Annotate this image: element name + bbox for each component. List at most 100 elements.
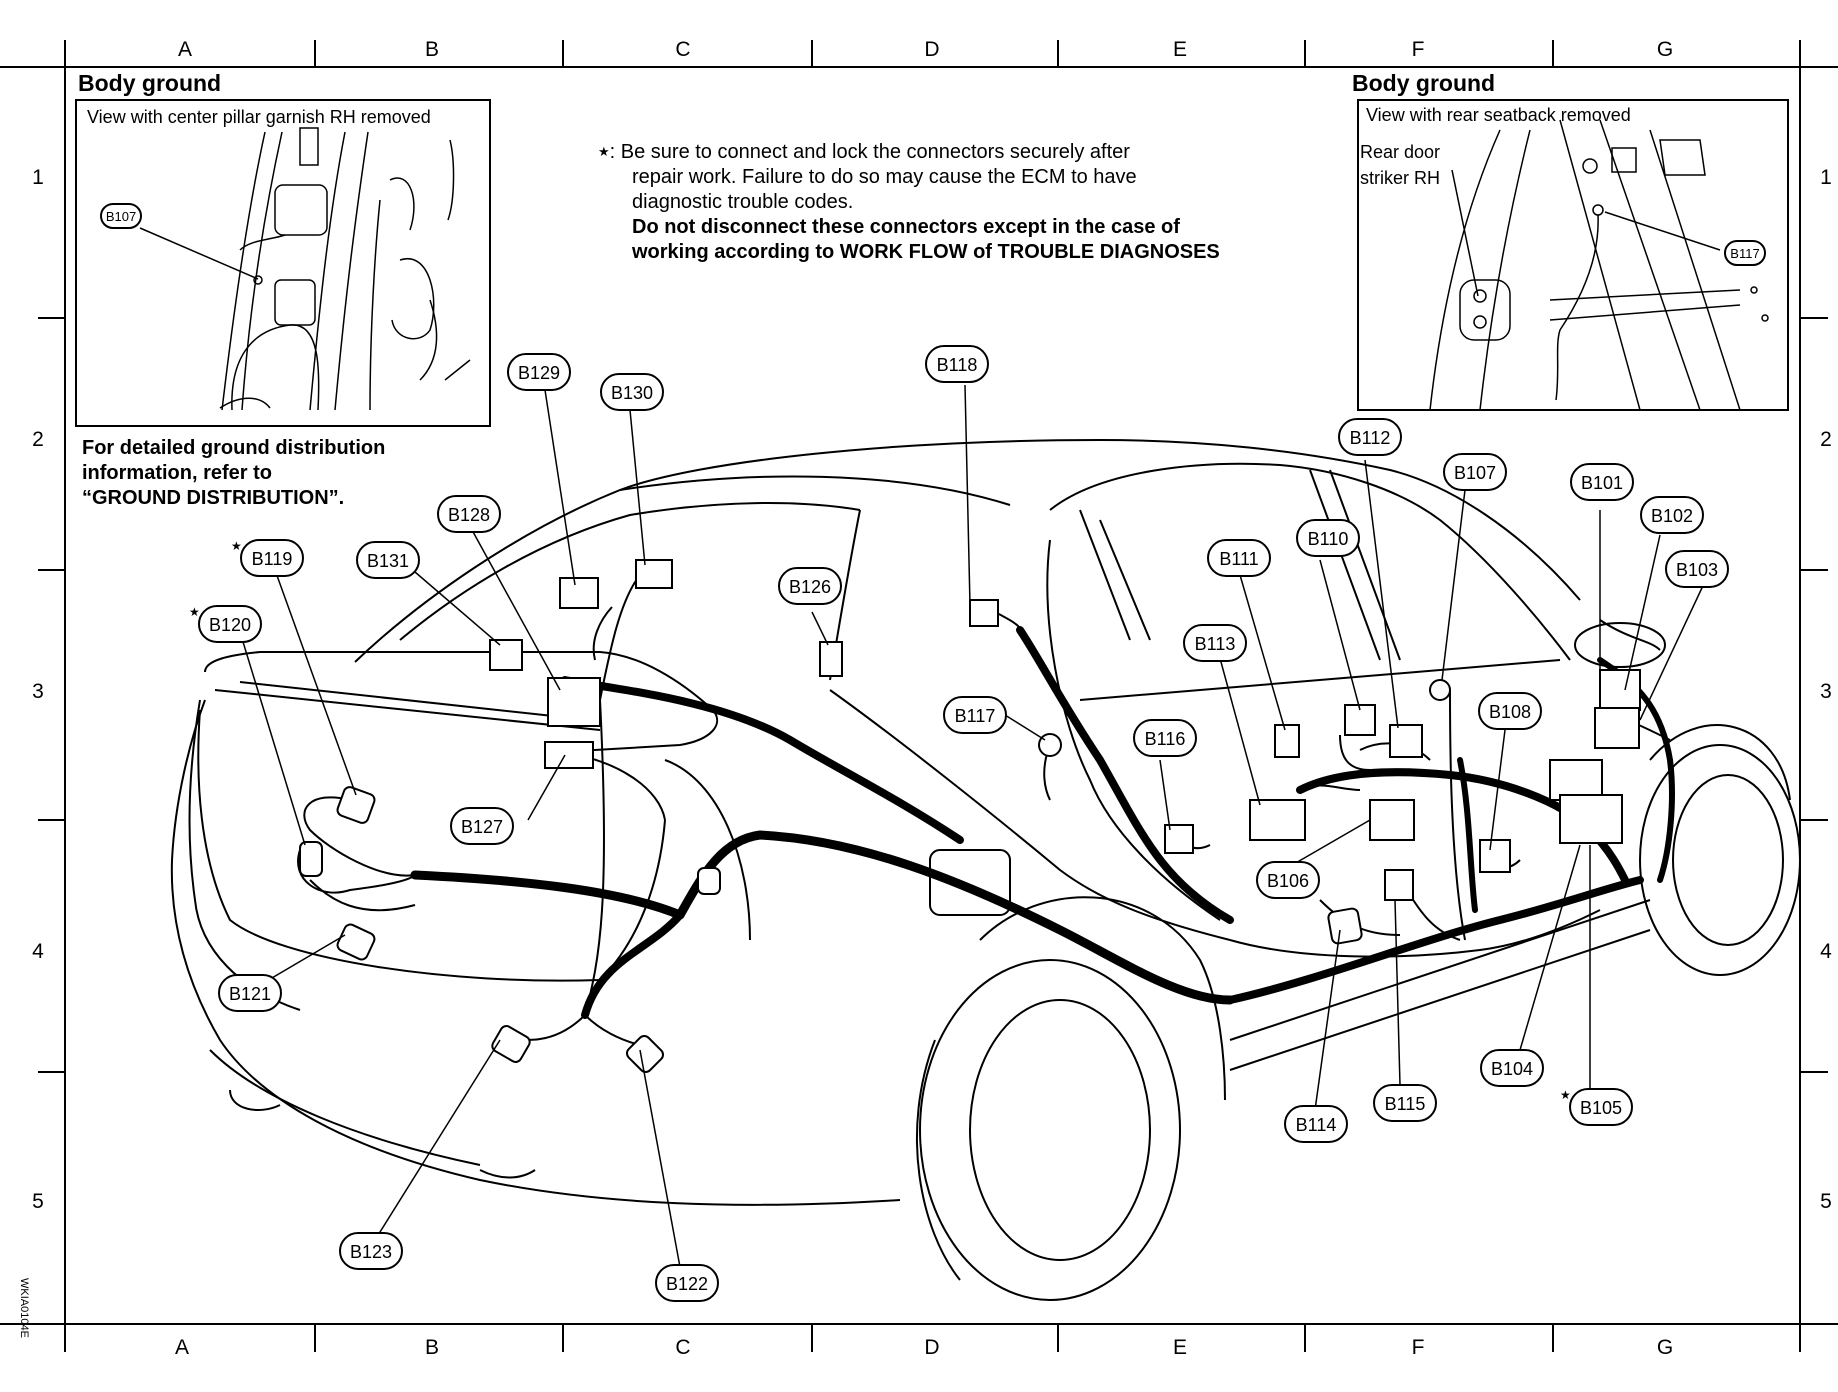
connector-label: B104: [1491, 1059, 1533, 1079]
connector-bubble: [600, 373, 664, 411]
connector-label: B110: [1308, 529, 1349, 549]
reference-line-2: information, refer to: [82, 462, 273, 484]
connector-bubble: [1256, 861, 1320, 899]
connector-label: B103: [1676, 560, 1718, 580]
connector-bubbles: B119★B120★B121B122B123B126B127B128B129B1…: [100, 203, 1766, 1302]
connector-label: B107: [1454, 463, 1496, 483]
connector-bubble: [1373, 1084, 1437, 1122]
row-label-2-right: 2: [1820, 428, 1832, 451]
connector-label: B106: [1267, 871, 1309, 891]
connector-label: B112: [1350, 428, 1391, 448]
connector-bubble: [1640, 496, 1704, 534]
inset-right-connector: B117: [1724, 240, 1766, 266]
reference-note: For detailed ground distribution informa…: [82, 436, 385, 511]
connector-label: B123: [350, 1242, 392, 1262]
connector-label: B129: [518, 363, 560, 383]
row-label-3: 3: [32, 680, 44, 703]
connector-label: B113: [1195, 634, 1236, 654]
note-line-5: working according to WORK FLOW of TROUBL…: [632, 241, 1220, 263]
connector-bubble: [198, 605, 262, 643]
column-label-f-bottom: F: [1411, 1336, 1425, 1359]
connector-b131: B131: [356, 541, 420, 579]
connector-bubble: [1724, 240, 1766, 266]
inset-left-caption: View with center pillar garnish RH remov…: [87, 107, 431, 127]
connector-label: B131: [367, 551, 409, 571]
connector-b114: B114: [1284, 1105, 1348, 1143]
connector-bubble: [1569, 1088, 1633, 1126]
connector-label: B128: [448, 505, 490, 525]
connector-bodies: [299, 559, 1641, 1074]
column-label-d-bottom: D: [924, 1336, 940, 1359]
column-label-g-bottom: G: [1656, 1336, 1674, 1359]
row-label-5-right: 5: [1820, 1190, 1832, 1213]
inset-left-title: Body ground: [78, 70, 222, 96]
connector-b103: B103: [1665, 550, 1729, 588]
connector-b115: B115: [1373, 1084, 1437, 1122]
figure-code: WKIA0104E: [18, 1278, 30, 1338]
connector-bubble: [1480, 1049, 1544, 1087]
inset-right-caption: View with rear seatback removed: [1366, 105, 1631, 125]
row-label-4: 4: [32, 940, 44, 963]
connector-b105: B105★: [1560, 1088, 1633, 1126]
connector-b110: B110: [1296, 519, 1360, 557]
connector-b111: B111: [1207, 539, 1271, 577]
connector-bubble: [1665, 550, 1729, 588]
connector-bubble: [1133, 719, 1197, 757]
column-label-e: E: [1172, 38, 1187, 61]
column-label-c: C: [675, 38, 691, 61]
inset-right-label-line1: Rear door: [1360, 142, 1441, 162]
connector-b113: B113: [1183, 624, 1247, 662]
connector-b121: B121: [218, 974, 282, 1012]
connector-label: B118: [937, 355, 978, 375]
connector-label: B101: [1581, 473, 1623, 493]
connector-label: B121: [229, 984, 271, 1004]
connector-label: B117: [955, 706, 996, 726]
connector-b120: B120★: [189, 605, 262, 643]
reference-line-1: For detailed ground distribution: [82, 437, 386, 459]
column-label-g: G: [1656, 38, 1674, 61]
inset-right-label-line2: striker RH: [1360, 168, 1440, 188]
column-label-d: D: [924, 38, 940, 61]
connector-bubble: [655, 1264, 719, 1302]
row-label-3-right: 3: [1820, 680, 1832, 703]
connector-bubble: [1296, 519, 1360, 557]
caution-note: ★: Be sure to connect and lock the conne…: [598, 139, 1318, 265]
connector-b107: B107: [1443, 453, 1507, 491]
connector-bubble: [339, 1232, 403, 1270]
column-label-b-bottom: B: [424, 1336, 439, 1359]
connector-b101: B101: [1570, 463, 1634, 501]
connector-b112: B112: [1338, 418, 1402, 456]
connector-bubble: [1183, 624, 1247, 662]
star-symbol: ★: [598, 144, 610, 159]
connector-bubble: [437, 495, 501, 533]
column-label-f: F: [1411, 38, 1425, 61]
connector-bubble: [1338, 418, 1402, 456]
star-marker: ★: [231, 539, 242, 553]
row-label-5: 5: [32, 1190, 44, 1213]
connector-bubble: [1284, 1105, 1348, 1143]
connector-label: B102: [1651, 506, 1693, 526]
leader-lines: [239, 384, 1709, 1268]
column-label-c-bottom: C: [675, 1336, 691, 1359]
connector-bubble: [1207, 539, 1271, 577]
connector-bubble: [943, 696, 1007, 734]
connector-bubble: [925, 345, 989, 383]
connector-bubble: [507, 353, 571, 391]
connector-label: B122: [666, 1274, 708, 1294]
row-label-1-right: 1: [1820, 166, 1832, 189]
star-marker: ★: [189, 605, 200, 619]
row-label-4-right: 4: [1820, 940, 1832, 963]
connector-b130: B130: [600, 373, 664, 411]
connector-label: B115: [1385, 1094, 1426, 1114]
column-label-e-bottom: E: [1172, 1336, 1187, 1359]
note-line-1: : Be sure to connect and lock the connec…: [609, 141, 1130, 163]
connector-label: B126: [789, 577, 831, 597]
row-label-1: 1: [32, 166, 44, 189]
connector-label: B114: [1296, 1115, 1337, 1135]
connector-label: B117: [1730, 246, 1759, 261]
connector-label: B111: [1219, 549, 1258, 569]
row-label-2: 2: [32, 428, 44, 451]
column-label-a-bottom: A: [174, 1336, 189, 1359]
